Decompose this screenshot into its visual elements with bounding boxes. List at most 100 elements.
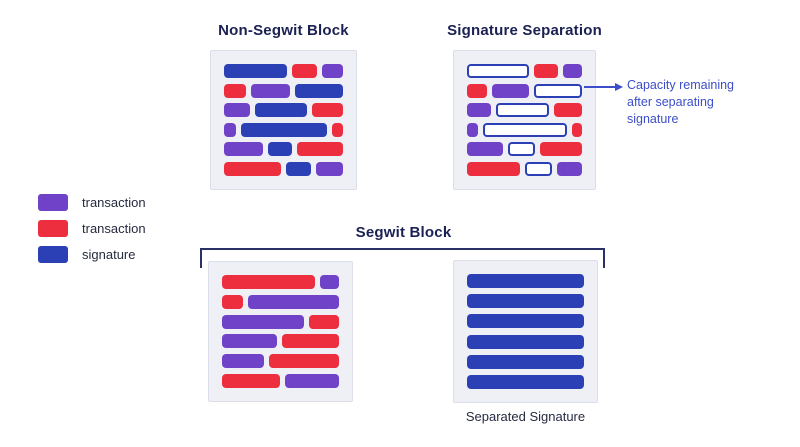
block-row: [467, 294, 584, 309]
segwit-bracket: [200, 248, 605, 268]
legend: transaction transaction signature: [38, 194, 146, 272]
transaction-bar-red: [224, 161, 281, 176]
transaction-bar-purple: [562, 64, 582, 78]
block-row: [467, 122, 582, 137]
signature-separation-block: [453, 50, 596, 190]
transaction-bar-red: [222, 275, 316, 289]
block-row: [467, 374, 584, 389]
transaction-bar-purple: [467, 103, 492, 118]
transaction-bar-red: [534, 64, 558, 78]
transaction-bar-red: [467, 161, 520, 176]
block-row: [222, 275, 339, 289]
transaction-bar-purple: [224, 122, 236, 137]
transaction-bar-purple: [222, 314, 304, 329]
block-row: [467, 142, 582, 157]
segwit-signature-block: [453, 260, 598, 403]
transaction-bar-red: [572, 122, 582, 137]
block-row: [222, 354, 339, 369]
annotation-arrow-line: [584, 86, 616, 88]
legend-swatch-red: [38, 220, 68, 237]
transaction-bar-purple: [467, 122, 478, 137]
segwit-transactions-block: [208, 261, 353, 402]
block-row: [222, 373, 339, 388]
signature-bar: [240, 122, 328, 137]
capacity-annotation-line: after separating: [627, 95, 714, 109]
capacity-slot-bar: [467, 64, 530, 78]
capacity-slot-bar: [533, 83, 582, 98]
signature-bar: [467, 374, 584, 389]
legend-item-transaction-purple: transaction: [38, 194, 146, 211]
signature-bar: [467, 294, 584, 309]
block-row: [467, 274, 584, 288]
transaction-bar-red: [467, 83, 488, 98]
block-row: [467, 354, 584, 369]
transaction-bar-purple: [467, 142, 504, 157]
signature-bar: [295, 83, 343, 98]
transaction-bar-purple: [222, 334, 277, 349]
annotation-arrow-head-icon: [615, 82, 623, 91]
non-segwit-block: [210, 50, 357, 190]
transaction-bar-red: [281, 334, 339, 349]
separated-signature-label: Separated Signature: [465, 409, 586, 424]
legend-label: transaction: [82, 221, 146, 236]
signature-bar: [268, 142, 293, 157]
signature-bar: [285, 161, 311, 176]
capacity-annotation: Capacity remaining after separating sign…: [627, 77, 777, 128]
signature-bar: [467, 354, 584, 369]
block-row: [222, 334, 339, 349]
transaction-bar-purple: [315, 161, 343, 176]
transaction-bar-purple: [224, 103, 251, 118]
block-row: [467, 161, 582, 176]
transaction-bar-red: [224, 83, 246, 98]
legend-label: transaction: [82, 195, 146, 210]
block-row: [467, 314, 584, 329]
capacity-annotation-line: Capacity remaining: [627, 78, 734, 92]
transaction-bar-red: [539, 142, 582, 157]
signature-bar: [224, 64, 287, 78]
legend-swatch-purple: [38, 194, 68, 211]
block-row: [222, 314, 339, 329]
block-row: [224, 83, 343, 98]
block-row: [224, 64, 344, 78]
block-row: [467, 64, 582, 78]
legend-swatch-blue: [38, 246, 68, 263]
transaction-bar-red: [222, 294, 243, 309]
transaction-bar-red: [269, 354, 339, 369]
transaction-bar-red: [291, 64, 318, 78]
segwit-title: Segwit Block: [355, 224, 452, 241]
capacity-slot-bar: [483, 122, 567, 137]
transaction-bar-red: [553, 103, 582, 118]
signature-bar: [467, 334, 584, 349]
transaction-bar-purple: [222, 354, 264, 369]
block-row: [224, 122, 344, 137]
signature-bar: [467, 274, 584, 288]
transaction-bar-red: [308, 314, 339, 329]
transaction-bar-red: [222, 373, 281, 388]
signature-separation-title: Signature Separation: [447, 22, 602, 39]
block-row: [467, 83, 582, 98]
legend-item-transaction-red: transaction: [38, 220, 146, 237]
transaction-bar-purple: [322, 64, 344, 78]
transaction-bar-purple: [285, 373, 339, 388]
transaction-bar-red: [312, 103, 343, 118]
block-row: [222, 294, 339, 309]
transaction-bar-purple: [250, 83, 291, 98]
transaction-bar-red: [332, 122, 344, 137]
block-row: [224, 142, 343, 157]
transaction-bar-purple: [556, 161, 582, 176]
transaction-bar-purple: [247, 294, 339, 309]
transaction-bar-red: [297, 142, 343, 157]
block-row: [224, 161, 343, 176]
legend-label: signature: [82, 247, 136, 262]
legend-item-signature-blue: signature: [38, 246, 146, 263]
signature-bar: [255, 103, 308, 118]
capacity-slot-bar: [524, 161, 552, 176]
block-row: [224, 103, 343, 118]
block-row: [467, 103, 582, 118]
transaction-bar-purple: [492, 83, 529, 98]
capacity-annotation-line: signature: [627, 112, 679, 126]
non-segwit-title: Non-Segwit Block: [218, 22, 349, 39]
transaction-bar-purple: [224, 142, 264, 157]
transaction-bar-purple: [320, 275, 339, 289]
